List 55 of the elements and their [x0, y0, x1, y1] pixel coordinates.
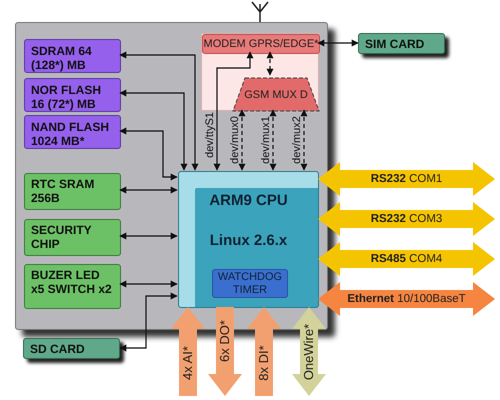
mux-trapezoid	[232, 77, 320, 112]
connector-arrow	[266, 51, 274, 76]
node-label: SDRAM 64 (128*) MB	[31, 44, 93, 72]
card-box	[23, 338, 120, 359]
peripheral-box	[24, 264, 121, 309]
edge-label: dev/mux0	[229, 116, 241, 164]
interface-arrow	[318, 242, 495, 276]
edge-label: 4x AI*	[181, 346, 195, 380]
edge-label: 6x DO*	[218, 320, 232, 362]
interface-arrow	[318, 162, 495, 196]
node-label: WATCHDOG TIMER	[216, 270, 284, 297]
modem-box	[202, 34, 320, 54]
connector-arrow	[119, 52, 198, 171]
timer-box	[212, 269, 288, 298]
edge-label: 8x DI*	[257, 344, 271, 380]
edge-label: dev/ttyS1	[204, 112, 216, 158]
peripheral-box	[24, 173, 121, 210]
connector-arrow	[270, 109, 276, 171]
cpu-box	[178, 171, 319, 308]
node-label: MODEM GPRS/EDGE*	[203, 38, 319, 51]
node-label: RTC SRAM 256B	[31, 177, 96, 205]
edge-label: dev/mux2	[291, 116, 303, 164]
edge-label: OneWire*	[302, 323, 316, 380]
node-label: SECURITY CHIP	[31, 223, 92, 251]
node-label: BUZER LED x5 SWITCH x2	[31, 268, 113, 296]
interface-arrow	[247, 307, 281, 396]
node-label: GSM MUX D	[243, 88, 309, 102]
peripheral-box	[24, 219, 121, 256]
memory-box	[24, 78, 121, 112]
interface-arrow	[318, 282, 495, 316]
interface-arrow	[171, 307, 205, 396]
interface-arrow	[208, 307, 242, 396]
connector-arrow	[119, 128, 178, 180]
node-label: SD CARD	[30, 342, 86, 356]
cpu-label: Linux 2.6.x	[208, 234, 288, 248]
connector-arrow	[119, 280, 178, 288]
node-label: NAND FLASH 1024 MB*	[31, 120, 110, 148]
connector-arrow	[238, 109, 246, 171]
node-label: NOR FLASH 16 (72*) MB	[31, 83, 102, 111]
edge-label: dev/mux1	[260, 116, 272, 164]
memory-box	[24, 115, 121, 149]
node-label: SIM CARD	[365, 37, 426, 51]
connector-arrow	[119, 232, 178, 240]
modem-panel	[201, 33, 319, 111]
connector-arrow	[300, 109, 308, 171]
connector-arrow	[119, 90, 188, 171]
cpu-label: ARM9 CPU	[208, 194, 289, 208]
memory-box	[24, 39, 121, 73]
connector-arrow	[317, 40, 359, 46]
connector-arrow	[214, 51, 254, 171]
card-box	[358, 33, 445, 54]
interface-arrow	[318, 202, 495, 236]
connector-arrow	[119, 292, 178, 352]
interface-arrow	[292, 307, 326, 396]
connector-arrow	[119, 186, 178, 194]
